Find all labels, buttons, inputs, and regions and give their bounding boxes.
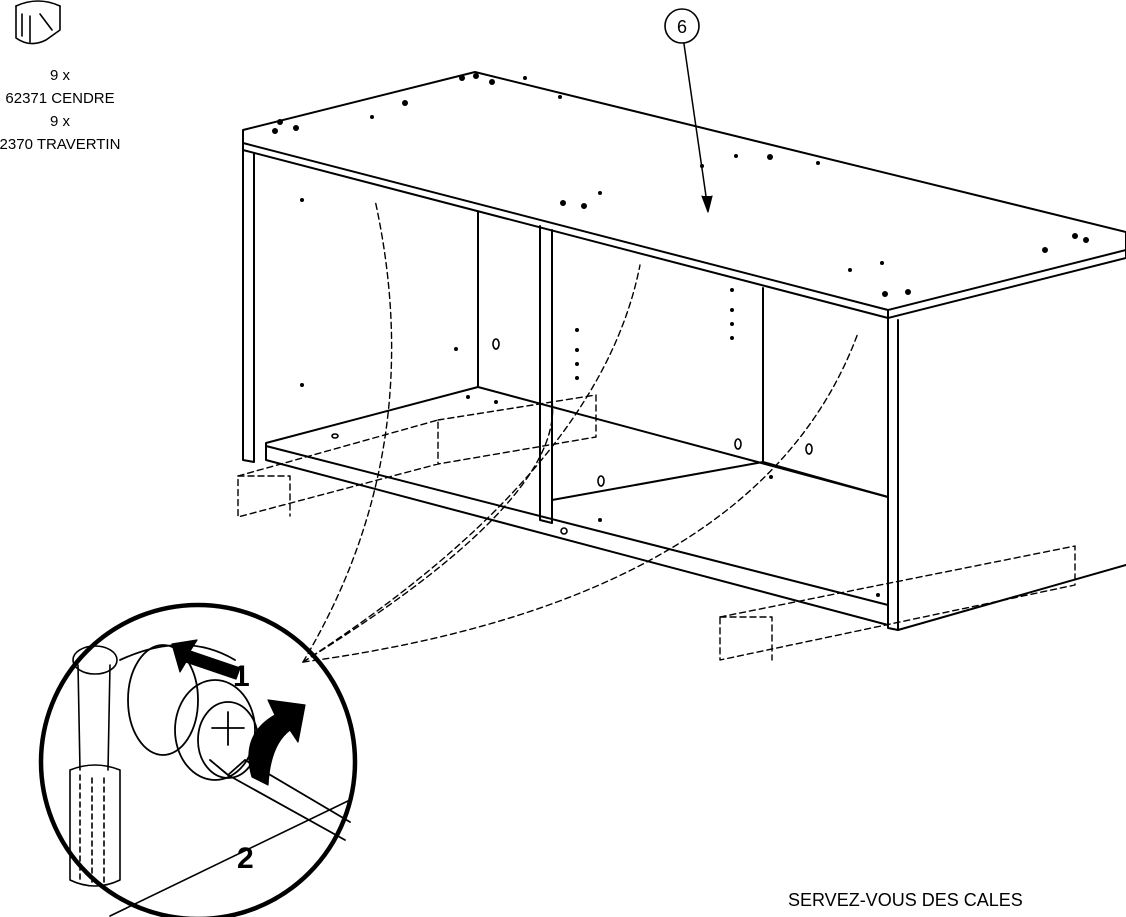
- screwdriver-icon: [209, 759, 351, 841]
- step-1-label: 1: [233, 660, 250, 693]
- part-qty-1: 9 x: [49, 67, 70, 84]
- wooden-block-right: [719, 545, 1076, 661]
- cam-lock-icon: [15, 0, 61, 45]
- cam-lock-detail-icon: [119, 644, 259, 781]
- right-side-panel: [887, 317, 899, 631]
- top-panel: [242, 71, 1126, 311]
- part-callout-6: [664, 8, 713, 213]
- cam-bolt-icon: [69, 645, 121, 887]
- drill-holes: [272, 73, 1089, 597]
- part-ref-2: 2370 TRAVERTIN: [0, 136, 121, 153]
- wooden-block-left: [237, 394, 597, 518]
- detail-magnifier: [38, 602, 358, 917]
- left-side-panel: [242, 149, 255, 463]
- rotate-arrow-icon: [248, 699, 306, 786]
- guide-lines: [302, 199, 859, 663]
- part-number: 6: [677, 17, 687, 37]
- step-2-label: 2: [237, 842, 254, 875]
- cabinet-drawing: [242, 71, 1126, 631]
- part-ref-1: 62371 CENDRE: [5, 90, 115, 107]
- part-qty-2: 9 x: [49, 113, 70, 130]
- push-arrow-icon: [171, 639, 241, 680]
- instruction-note: SERVEZ-VOUS DES CALES: [788, 890, 1023, 910]
